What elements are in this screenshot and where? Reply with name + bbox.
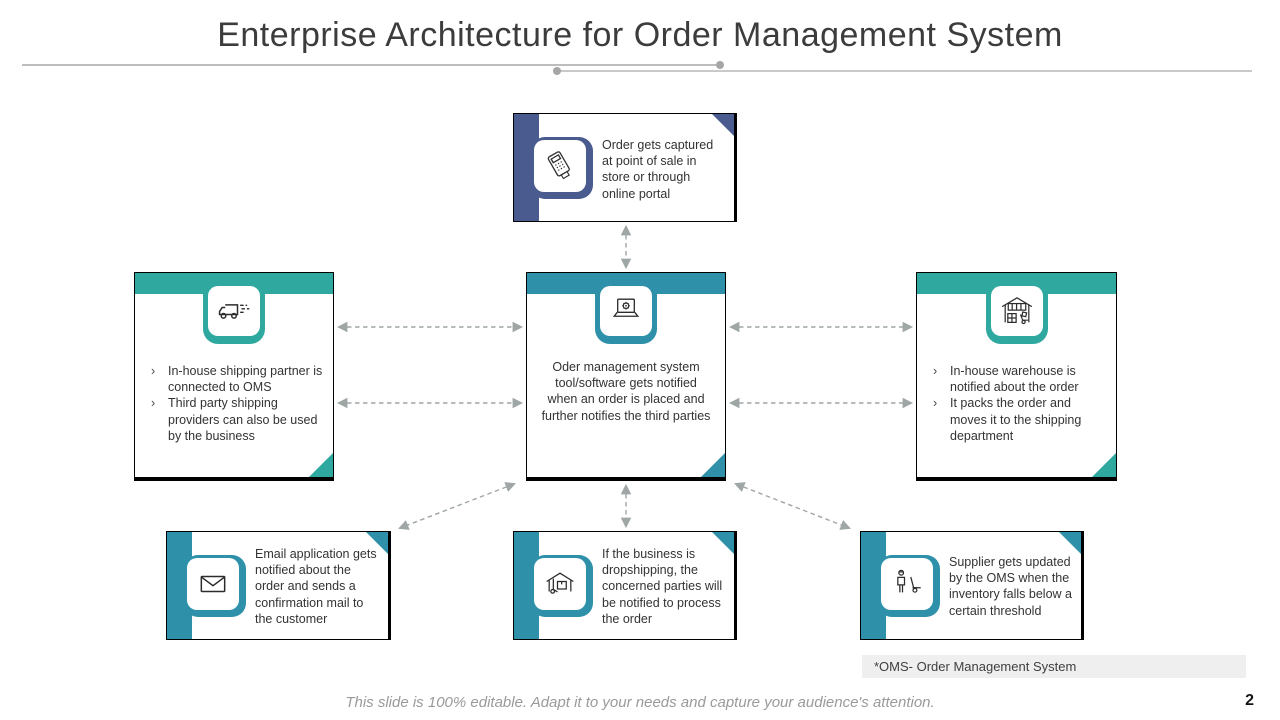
bullet-text: In-house warehouse is notified about the… <box>950 364 1079 395</box>
card-email: Email application gets notified about th… <box>166 531 391 640</box>
card-text: Oder management system tool/software get… <box>541 360 711 423</box>
card-dropshipping: If the business is dropshipping, the con… <box>513 531 737 640</box>
bullet-marker: › <box>933 364 938 378</box>
corner-fold <box>701 453 725 477</box>
corner-fold <box>712 532 734 554</box>
title-divider-line-right <box>560 70 1252 72</box>
bullet-text: In-house shipping partner is connected t… <box>168 364 323 395</box>
bullet-marker: › <box>933 396 938 411</box>
bullet-item: › In-house warehouse is notified about t… <box>930 363 1108 395</box>
envelope-icon <box>187 558 239 610</box>
page-number: 2 <box>1245 692 1254 709</box>
bullet-text: It packs the order and moves it to the s… <box>950 396 1082 443</box>
bullet-marker: › <box>151 396 156 411</box>
laptop-gear-icon <box>600 286 652 336</box>
bullet-item: › Third party shipping providers can als… <box>148 395 325 444</box>
dropship-warehouse-icon <box>534 558 586 610</box>
bullet-item: › It packs the order and moves it to the… <box>930 395 1108 444</box>
corner-fold <box>309 453 333 477</box>
card-supplier: Supplier gets updated by the OMS when th… <box>860 531 1084 640</box>
title-divider-dot-left <box>553 67 561 75</box>
icon-badge <box>203 280 265 344</box>
icon-badge <box>531 555 593 617</box>
card-text: Supplier gets updated by the OMS when th… <box>949 555 1072 618</box>
corner-fold <box>1092 453 1116 477</box>
delivery-truck-icon <box>208 286 260 336</box>
card-oms-tool: Oder management system tool/software get… <box>526 272 726 481</box>
card-shipping-partner: › In-house shipping partner is connected… <box>134 272 334 481</box>
title-divider-dot-right <box>716 61 724 69</box>
card-bullet-list: › In-house shipping partner is connected… <box>148 363 325 444</box>
icon-badge <box>531 137 593 199</box>
bullet-marker: › <box>151 364 156 378</box>
title-divider-line-left <box>22 64 720 66</box>
corner-fold <box>366 532 388 554</box>
card-point-of-sale: Order gets captured at point of sale in … <box>513 113 737 222</box>
bullet-text: Third party shipping providers can also … <box>168 396 318 443</box>
slide-title: Enterprise Architecture for Order Manage… <box>217 16 1063 54</box>
icon-badge <box>878 555 940 617</box>
card-text: Email application gets notified about th… <box>255 547 377 626</box>
corner-fold <box>1059 532 1081 554</box>
card-text: If the business is dropshipping, the con… <box>602 547 723 626</box>
card-warehouse: › In-house warehouse is notified about t… <box>916 272 1117 481</box>
icon-badge <box>595 280 657 344</box>
pos-terminal-icon <box>534 140 586 192</box>
connector-oms-supplier <box>734 482 851 530</box>
corner-fold <box>712 114 734 136</box>
connector-oms-email <box>398 482 516 530</box>
bullet-item: › In-house shipping partner is connected… <box>148 363 325 395</box>
card-text: Order gets captured at point of sale in … <box>602 138 714 201</box>
supplier-trolley-icon <box>881 558 933 610</box>
oms-footnote: *OMS- Order Management System <box>862 655 1246 678</box>
icon-badge <box>985 280 1048 344</box>
icon-badge <box>184 555 246 617</box>
card-bullet-list: › In-house warehouse is notified about t… <box>930 363 1108 444</box>
warehouse-icon <box>990 286 1043 336</box>
editable-note: This slide is 100% editable. Adapt it to… <box>345 694 935 711</box>
